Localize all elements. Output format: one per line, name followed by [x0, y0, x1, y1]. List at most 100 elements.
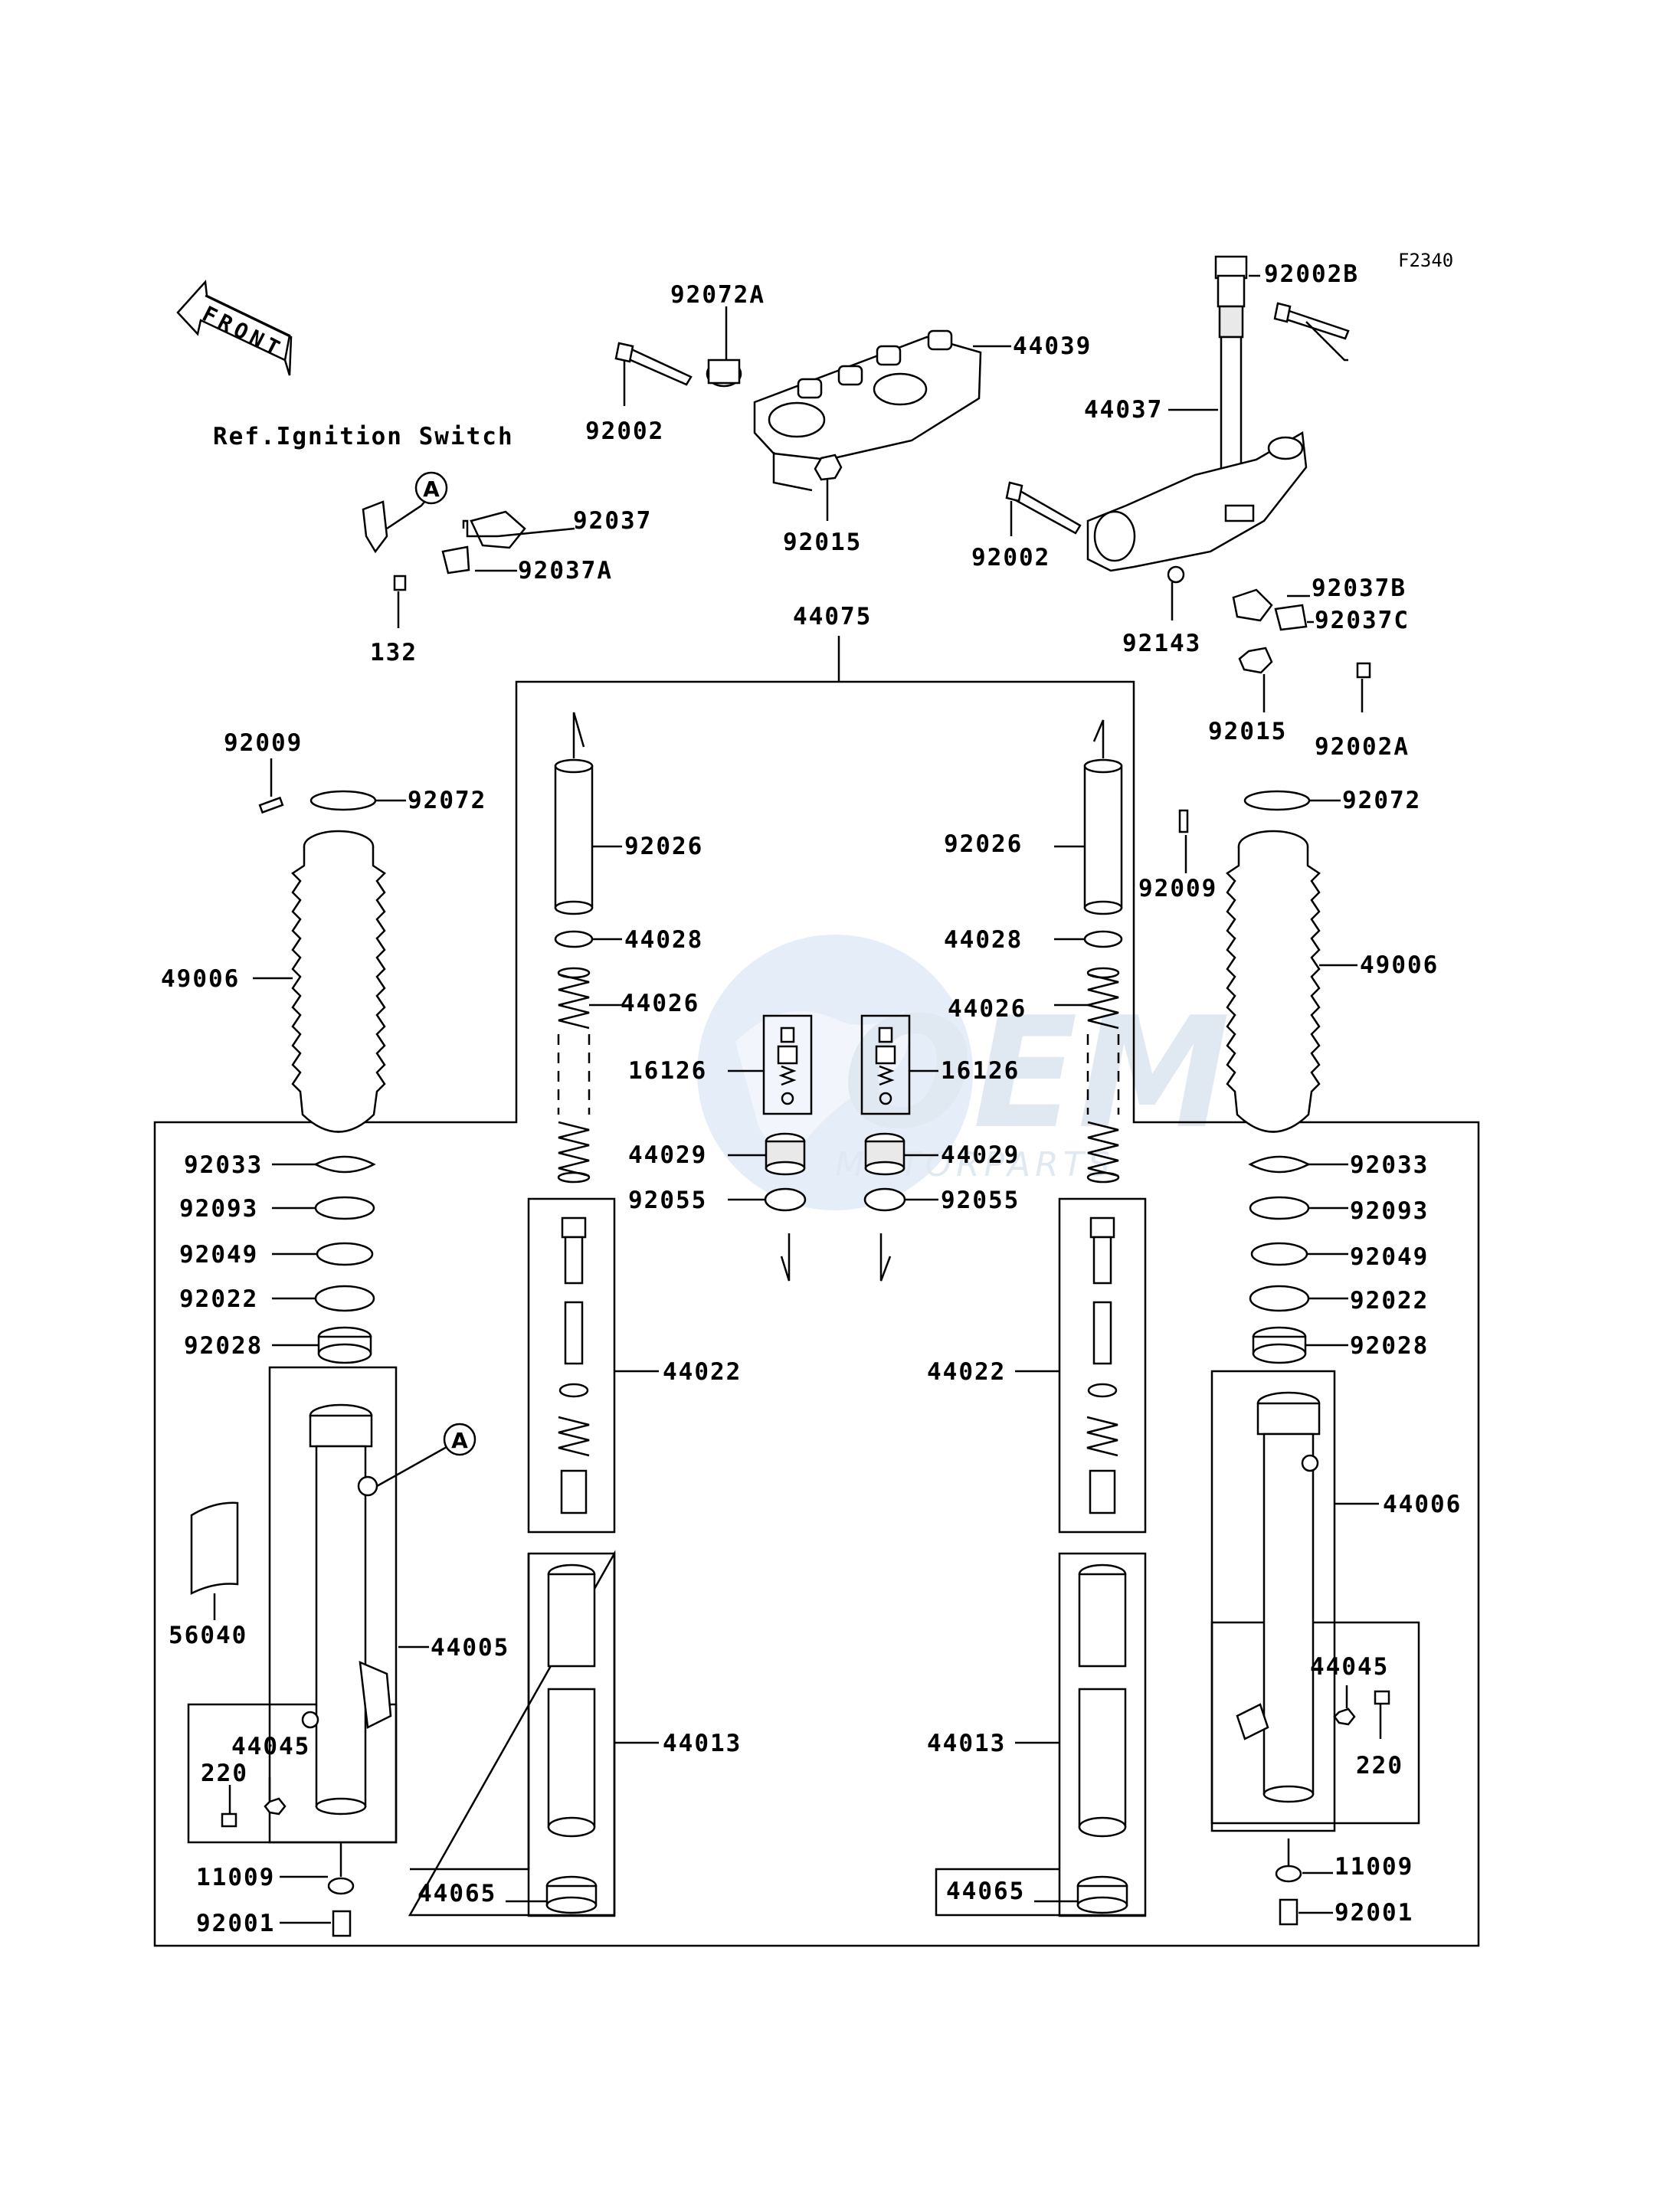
- label-44022-right: 44022: [927, 1358, 1006, 1386]
- label-92055-right: 92055: [941, 1187, 1020, 1214]
- upper-bracket-drawing: [614, 329, 982, 492]
- part-labels: 92002B 92072A 44039 44037 92002 92015 92…: [161, 260, 1462, 1937]
- label-92037A: 92037A: [518, 557, 613, 584]
- label-92055-left: 92055: [628, 1187, 707, 1214]
- label-92001-right: 92001: [1335, 1899, 1413, 1927]
- washer-44045-right: [1333, 1708, 1356, 1726]
- guard-56040-drawing: [190, 1501, 239, 1596]
- label-92001-left: 92001: [196, 1910, 275, 1937]
- marker-a-bottom: A: [443, 1423, 476, 1456]
- label-16126-left: 16126: [628, 1057, 707, 1085]
- label-92002-a: 92002: [585, 417, 664, 445]
- clip-92033-left: [313, 1155, 376, 1174]
- washer-44028-left: [554, 930, 594, 948]
- label-56040: 56040: [169, 1622, 247, 1649]
- label-92093-left: 92093: [179, 1195, 258, 1223]
- label-92037C: 92037C: [1315, 607, 1410, 634]
- label-44005: 44005: [431, 1634, 509, 1662]
- label-92009-left: 92009: [224, 729, 303, 757]
- label-44013-right: 44013: [927, 1730, 1006, 1757]
- cap-44029-left-drawing: [765, 1132, 806, 1176]
- outer-tube-44005-drawing: [301, 1403, 392, 1816]
- label-11009-right: 11009: [1335, 1853, 1413, 1881]
- clamp-92072-right: [1243, 790, 1311, 811]
- label-92002-b: 92002: [971, 544, 1050, 571]
- label-44029-left: 44029: [628, 1141, 707, 1169]
- label-132: 132: [370, 639, 418, 666]
- label-44028-left: 44028: [624, 926, 703, 954]
- bolt-92001-right: [1279, 1898, 1298, 1926]
- inner-tube-44013-right-drawing: [1078, 1563, 1127, 1838]
- collar-92026-left-drawing: [554, 758, 594, 915]
- label-44075: 44075: [793, 603, 872, 630]
- bushing-44065-right: [1076, 1875, 1128, 1914]
- marker-a-top-label: A: [423, 476, 440, 502]
- screw-92009-left: [258, 796, 284, 814]
- label-44006: 44006: [1383, 1491, 1462, 1518]
- bolt-92001-left: [332, 1910, 352, 1937]
- figure-code: F2340: [1398, 250, 1453, 271]
- front-arrow: FRONT: [176, 280, 293, 376]
- label-92028-right: 92028: [1350, 1332, 1429, 1360]
- label-92033-left: 92033: [184, 1151, 263, 1179]
- marker-a-top: A: [414, 471, 448, 505]
- inner-box-44022-right: [1058, 1197, 1147, 1534]
- label-44013-left: 44013: [663, 1730, 742, 1757]
- seal-92049-left: [316, 1242, 374, 1266]
- label-220-right: 220: [1356, 1752, 1403, 1780]
- ignition-brackets-drawing: [362, 500, 1371, 679]
- label-92049-right: 92049: [1350, 1243, 1429, 1271]
- label-92002B: 92002B: [1264, 260, 1359, 288]
- label-92093-right: 92093: [1350, 1197, 1429, 1225]
- seal-92049-right: [1250, 1242, 1308, 1266]
- bushing-92028-right: [1252, 1326, 1307, 1364]
- valve-16126-right-drawing: [875, 1026, 896, 1105]
- label-44039: 44039: [1013, 332, 1092, 360]
- washer-44045-left: [264, 1797, 287, 1816]
- label-92072-left: 92072: [408, 787, 486, 814]
- label-92015-a: 92015: [783, 529, 862, 556]
- oring-92055-left: [764, 1187, 807, 1212]
- fork-assembly-bracket: [153, 680, 1480, 1947]
- washer-11009-right: [1275, 1865, 1302, 1883]
- collar-92026-right-drawing: [1083, 758, 1123, 915]
- inner-box-44065-right: [935, 1868, 1145, 1917]
- watermark-brand: OEM: [843, 984, 1230, 1163]
- label-92037B: 92037B: [1312, 575, 1407, 602]
- bushing-44065-left: [545, 1875, 598, 1914]
- label-44022-left: 44022: [663, 1358, 742, 1386]
- screw-92009-right: [1178, 809, 1189, 833]
- dust-boot-right-drawing: [1226, 830, 1321, 1133]
- label-44065-right: 44065: [946, 1878, 1025, 1905]
- washer-44028-right: [1083, 930, 1123, 948]
- screw-220-right: [1374, 1690, 1390, 1705]
- ref-ignition-switch-note: Ref.Ignition Switch: [213, 423, 514, 450]
- label-44065-left: 44065: [418, 1880, 496, 1907]
- steering-stem-drawing: [1005, 255, 1350, 584]
- inner-box-44045-left: [187, 1703, 398, 1844]
- seal-92093-right: [1249, 1196, 1310, 1220]
- label-92026-left: 92026: [624, 833, 703, 860]
- label-44037: 44037: [1084, 396, 1163, 424]
- marker-a-bottom-label: A: [451, 1428, 468, 1453]
- washer-11009-left: [327, 1877, 355, 1895]
- label-44026-right: 44026: [948, 995, 1027, 1023]
- label-44045-right: 44045: [1310, 1653, 1389, 1681]
- label-49006-right: 49006: [1360, 951, 1439, 979]
- label-16126-right: 16126: [941, 1057, 1020, 1085]
- cap-44029-right-drawing: [864, 1132, 905, 1176]
- inner-box-44045-right: [1210, 1621, 1420, 1825]
- valve-16126-left-drawing: [777, 1026, 798, 1105]
- damper-rod-44022-right-drawing: [1086, 1216, 1118, 1514]
- clamp-92072-left: [309, 790, 377, 811]
- label-92015-b: 92015: [1208, 718, 1287, 745]
- label-92028-left: 92028: [184, 1332, 263, 1360]
- label-92037: 92037: [573, 507, 652, 535]
- label-44045-left: 44045: [231, 1733, 310, 1760]
- clip-92033-right: [1248, 1155, 1311, 1174]
- damper-rod-44022-left-drawing: [558, 1216, 590, 1514]
- bushing-92028-left: [317, 1326, 372, 1364]
- screw-220-left: [221, 1812, 237, 1828]
- label-44026-left: 44026: [621, 990, 699, 1017]
